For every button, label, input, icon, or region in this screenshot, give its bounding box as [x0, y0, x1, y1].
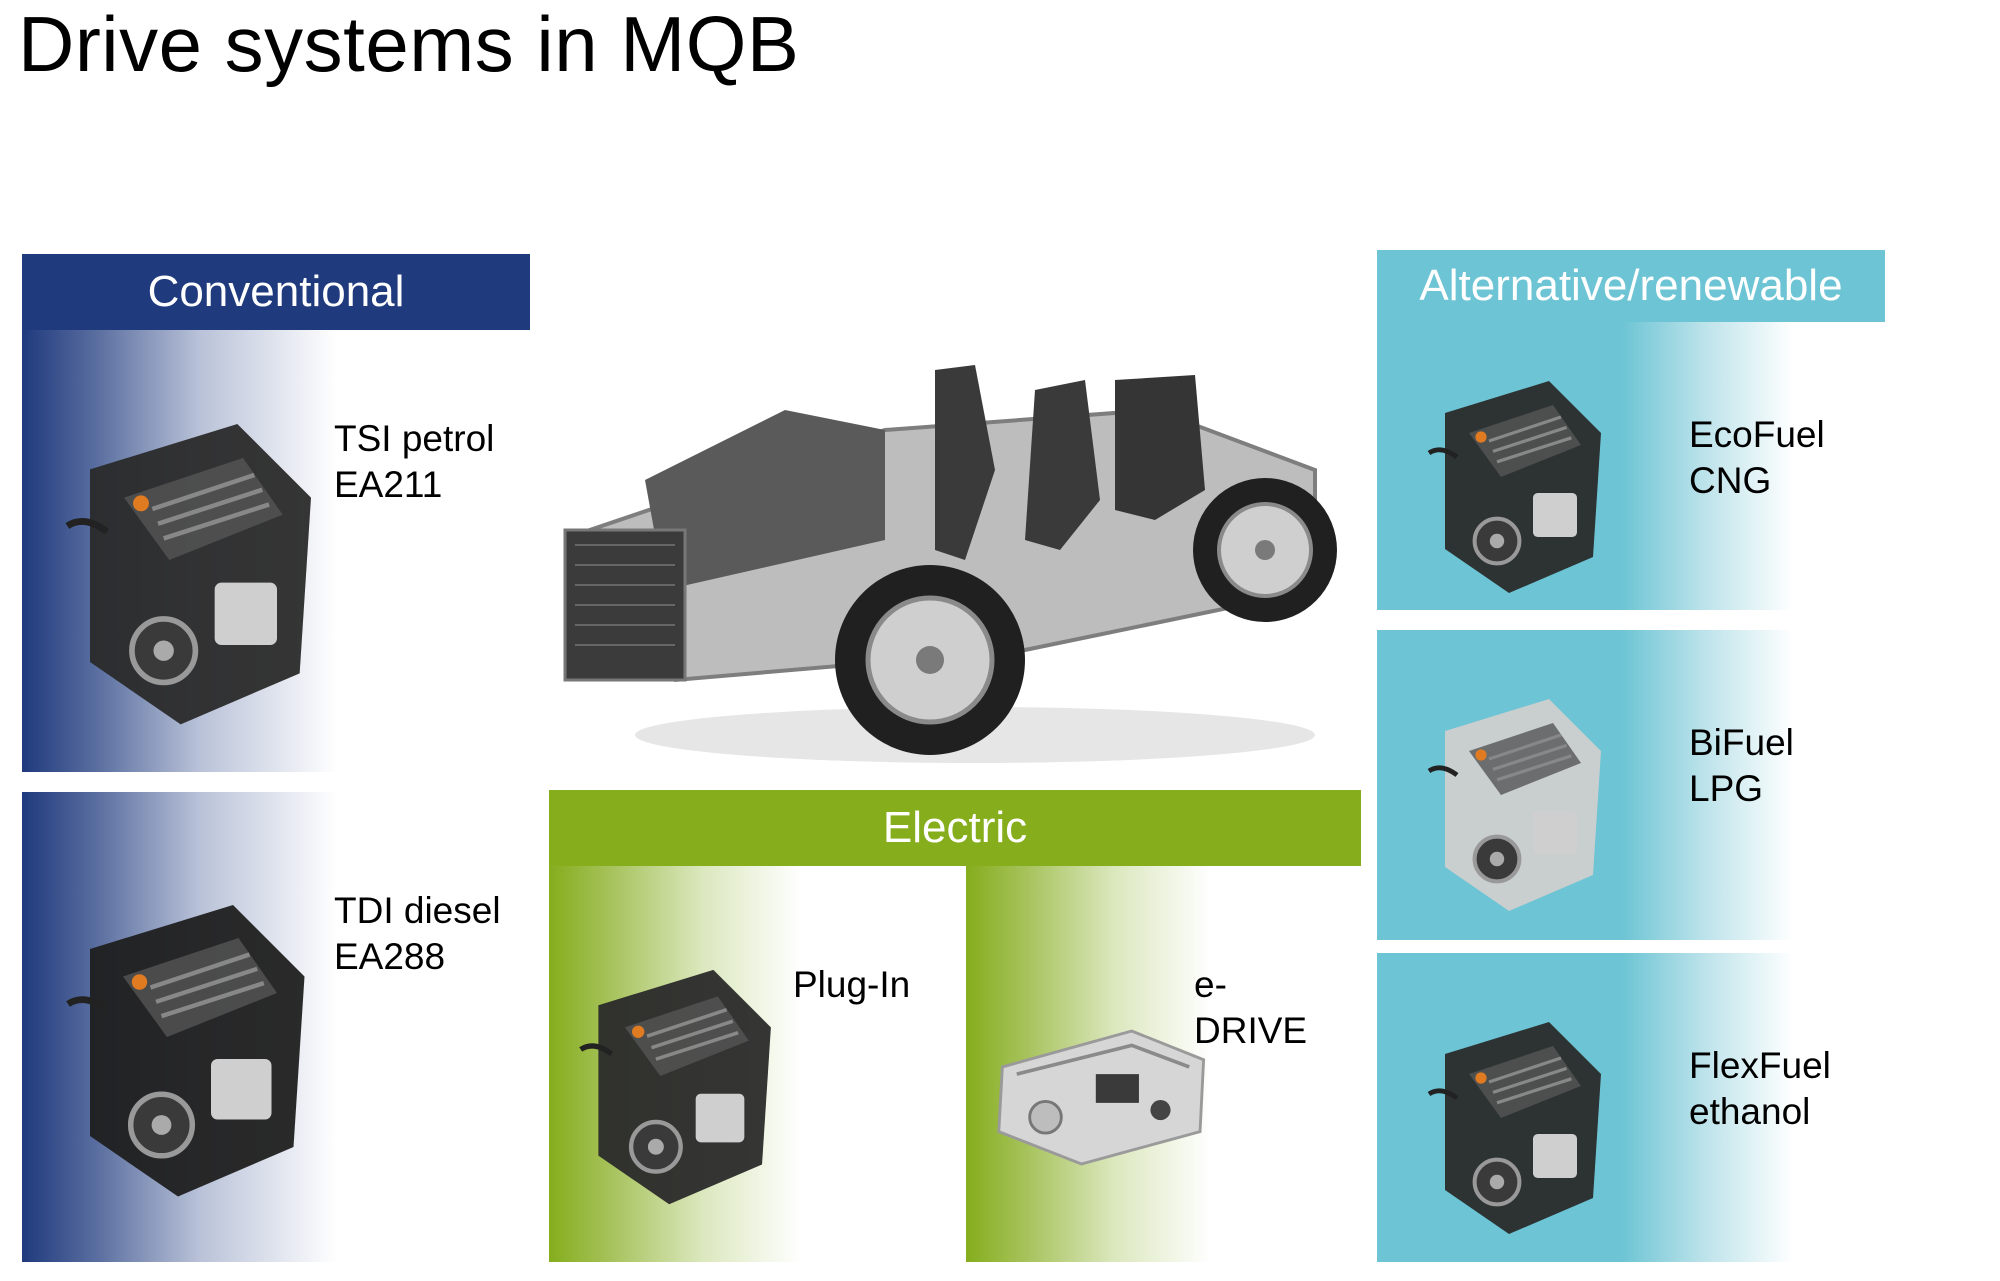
- plugin-line1: Plug-In: [793, 964, 911, 1005]
- tdi-line1: TDI diesel: [334, 890, 501, 931]
- e-drive-panel: e- DRIVE: [966, 866, 1361, 1262]
- flexfuel-line2: ethanol: [1689, 1091, 1811, 1132]
- plug-in-label: Plug-In: [793, 962, 910, 1008]
- ecofuel-engine-image: [1412, 357, 1622, 597]
- bifuel-line1: BiFuel: [1689, 722, 1794, 763]
- mqb-chassis-image: [563, 365, 1337, 763]
- tdi-line2: EA288: [334, 936, 446, 977]
- flexfuel-panel: FlexFuel ethanol: [1377, 953, 1885, 1262]
- ecofuel-line1: EcoFuel: [1689, 414, 1825, 455]
- ecofuel-line2: CNG: [1689, 460, 1772, 501]
- plug-in-engine-image: [563, 926, 793, 1226]
- flexfuel-label: FlexFuel ethanol: [1689, 1043, 1831, 1135]
- tdi-diesel-label: TDI diesel EA288: [334, 888, 501, 980]
- tdi-diesel-panel: TDI diesel EA288: [22, 792, 530, 1262]
- flexfuel-engine-image: [1412, 998, 1622, 1238]
- ecofuel-panel: EcoFuel CNG: [1377, 322, 1885, 610]
- tdi-engine-image: [34, 872, 344, 1202]
- edrive-line2: DRIVE: [1194, 1010, 1308, 1051]
- bifuel-engine-image: [1412, 675, 1622, 915]
- page-title: Drive systems in MQB: [18, 0, 800, 88]
- tsi-line2: EA211: [334, 464, 443, 505]
- tsi-petrol-label: TSI petrol EA211: [334, 416, 494, 508]
- plug-in-panel: Plug-In: [549, 866, 956, 1262]
- alternative-renewable-header: Alternative/renewable: [1377, 250, 1885, 322]
- tsi-petrol-panel: TSI petrol EA211: [22, 330, 530, 772]
- conventional-header: Conventional: [22, 254, 530, 330]
- bifuel-line2: LPG: [1689, 768, 1764, 809]
- edrive-line1: e-: [1194, 964, 1227, 1005]
- e-drive-gearbox-image: [988, 1006, 1218, 1171]
- flexfuel-line1: FlexFuel: [1689, 1045, 1831, 1086]
- electric-header: Electric: [549, 790, 1361, 866]
- e-drive-label: e- DRIVE: [1194, 962, 1307, 1054]
- ecofuel-label: EcoFuel CNG: [1689, 412, 1825, 504]
- tsi-engine-image: [42, 390, 342, 730]
- bifuel-panel: BiFuel LPG: [1377, 630, 1885, 940]
- tsi-line1: TSI petrol: [334, 418, 495, 459]
- bifuel-label: BiFuel LPG: [1689, 720, 1794, 812]
